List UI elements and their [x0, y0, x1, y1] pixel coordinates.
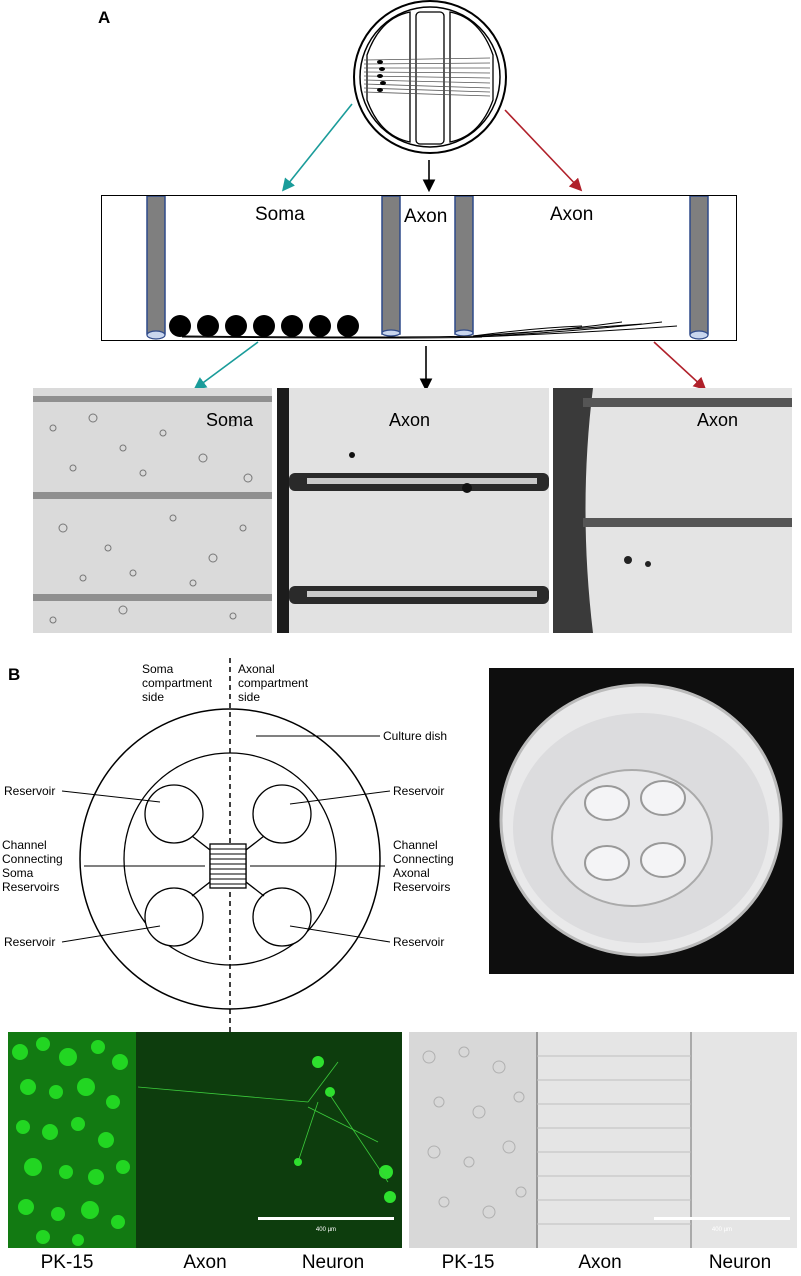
- micrograph-soma-label: Soma: [206, 410, 254, 430]
- fluorescence-image: 400 µm: [8, 1032, 402, 1248]
- right-channel-line-4: Reservoirs: [393, 880, 451, 894]
- axonal-side-label: Axonal compartment side: [238, 662, 308, 704]
- reservoir-tr-label: Reservoir: [393, 784, 445, 798]
- axonal-side-line-2: compartment: [238, 676, 309, 690]
- bf-label-pk15: PK-15: [441, 1252, 495, 1273]
- soma-side-line-1: Soma: [142, 662, 174, 676]
- micrograph-axon-right-label: Axon: [697, 410, 739, 430]
- culture-dish-diagram: [61, 658, 391, 1035]
- right-channel-label: Channel Connecting Axonal Reservoirs: [393, 838, 454, 894]
- brightfield-image: 400 µm: [409, 1032, 797, 1248]
- left-channel-line-2: Connecting: [2, 852, 63, 866]
- fluor-label-pk15: PK-15: [40, 1252, 94, 1273]
- fluor-scale-text: 400 µm: [316, 1227, 336, 1233]
- bf-label-axon: Axon: [578, 1252, 622, 1273]
- panel-a-letter: A: [98, 8, 111, 27]
- right-channel-line-2: Connecting: [393, 852, 454, 866]
- bf-scale-text: 400 µm: [712, 1227, 732, 1233]
- fluor-label-neuron: Neuron: [301, 1252, 365, 1273]
- micrograph-axon-right: Axon: [553, 388, 792, 633]
- left-channel-line-1: Channel: [2, 838, 47, 852]
- left-channel-line-4: Reservoirs: [2, 880, 60, 894]
- right-channel-line-3: Axonal: [393, 866, 430, 880]
- micrograph-soma: Soma: [33, 388, 272, 633]
- left-channel-label: Channel Connecting Soma Reservoirs: [2, 838, 63, 894]
- micrograph-axon-mid: Axon: [277, 388, 549, 633]
- schematic-soma-label: Soma: [255, 204, 305, 225]
- culture-dish-label: Culture dish: [383, 729, 448, 743]
- device-top-view: [353, 0, 507, 154]
- reservoir-bl-label: Reservoir: [4, 935, 56, 949]
- reservoir-tl-label: Reservoir: [4, 784, 56, 798]
- side-view-schematic: Soma Axon Axon: [101, 195, 737, 341]
- fluor-label-axon: Axon: [183, 1252, 227, 1273]
- schematic-axon-right-label: Axon: [550, 204, 594, 225]
- arrows-bottom: [193, 341, 707, 392]
- reservoir-br-label: Reservoir: [393, 935, 445, 949]
- soma-side-line-3: side: [142, 690, 165, 704]
- panel-b-letter: B: [8, 665, 21, 684]
- soma-side-line-2: compartment: [142, 676, 213, 690]
- right-channel-line-1: Channel: [393, 838, 438, 852]
- bf-label-neuron: Neuron: [708, 1252, 772, 1273]
- axonal-side-line-1: Axonal: [238, 662, 275, 676]
- axonal-side-line-3: side: [238, 690, 261, 704]
- soma-side-label: Soma compartment side: [142, 662, 212, 704]
- device-photo: [489, 668, 794, 974]
- left-channel-line-3: Soma: [2, 866, 34, 880]
- schematic-axon-mid-label: Axon: [404, 206, 448, 227]
- micrograph-axon-mid-label: Axon: [389, 410, 431, 430]
- arrows-top: [282, 103, 583, 193]
